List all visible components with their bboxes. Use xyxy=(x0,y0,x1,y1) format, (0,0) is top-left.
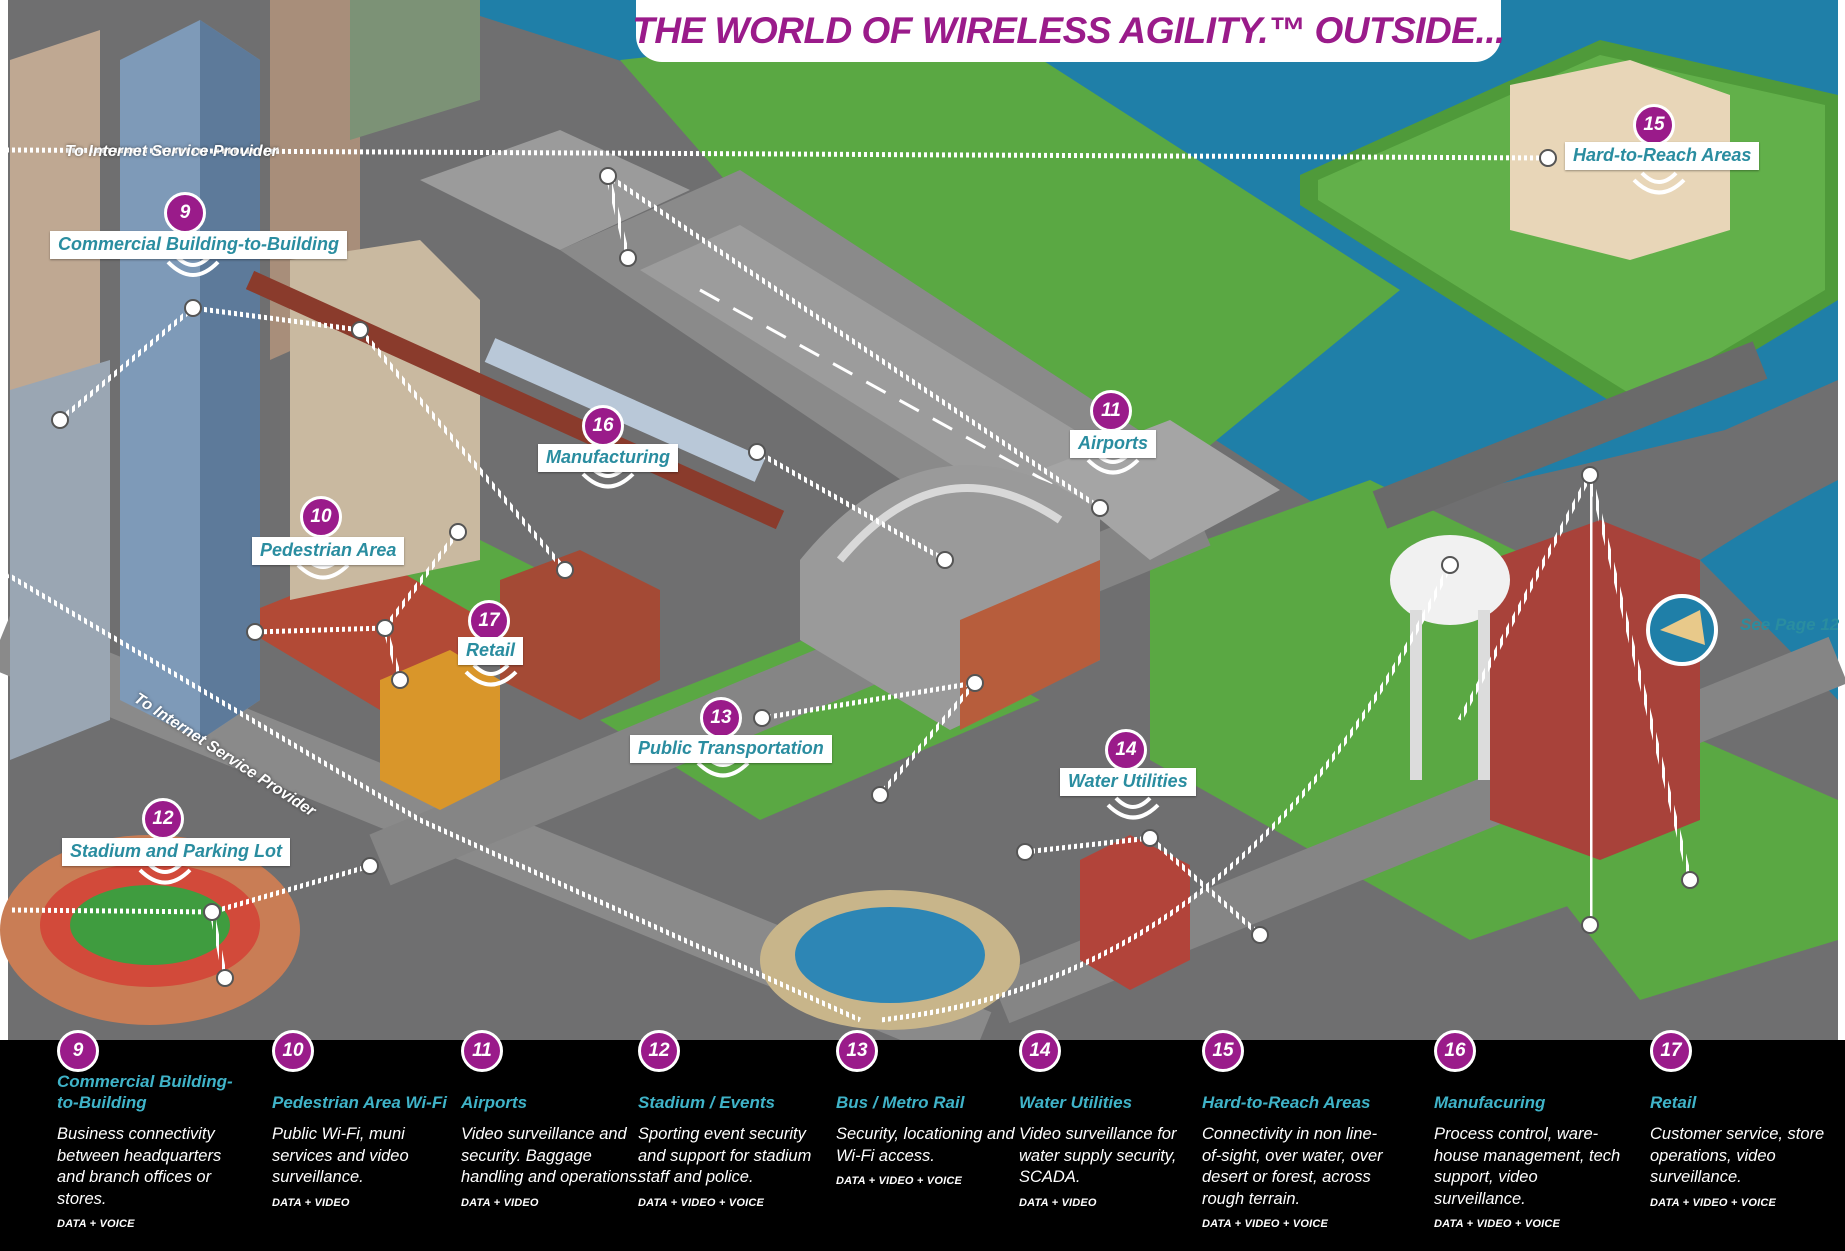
badge-13: 13 xyxy=(700,697,742,739)
legend-badge: 14 xyxy=(1019,1030,1061,1072)
legend-badge: 11 xyxy=(461,1030,503,1072)
legend-heading: Water Utilities xyxy=(1019,1093,1133,1112)
legend-item-15: 15 Hard-to-Reach Areas Connectivity in n… xyxy=(1202,1030,1392,1251)
retail-building xyxy=(380,650,500,810)
legend-body: Customer service, store operations, vide… xyxy=(1650,1124,1840,1214)
legend-item-16: 16 Manufacuring Process control, ware-ho… xyxy=(1434,1030,1624,1251)
legend-item-10: 10 Pedestrian Area Wi-Fi Public Wi-Fi, m… xyxy=(272,1030,462,1251)
legend-badge: 12 xyxy=(638,1030,680,1072)
badge-9: 9 xyxy=(164,192,206,234)
legend-item-9: 9 Commercial Building-to-Building Busine… xyxy=(57,1030,247,1251)
legend-tag: DATA + VIDEO + VOICE xyxy=(1650,1196,1777,1209)
map-label-public-transportation: Public Transportation xyxy=(630,735,832,763)
legend-body: Sporting event security and support for … xyxy=(638,1124,828,1214)
legend-heading: Manufacuring xyxy=(1434,1093,1546,1112)
legend-tag: DATA + VIDEO + VOICE xyxy=(638,1196,765,1209)
city-map-artwork xyxy=(0,0,1845,1068)
legend-item-12: 12 Stadium / Events Sporting event secur… xyxy=(638,1030,828,1251)
legend-body: Security, locationing and Wi-Fi access.D… xyxy=(836,1124,1026,1193)
badge-11: 11 xyxy=(1090,390,1132,432)
legend-heading: Stadium / Events xyxy=(638,1093,775,1112)
map-label-retail: Retail xyxy=(458,637,524,665)
badge-10: 10 xyxy=(300,496,342,538)
terminal xyxy=(420,130,690,250)
legend-badge: 15 xyxy=(1202,1030,1244,1072)
legend-heading: Bus / Metro Rail xyxy=(836,1093,965,1112)
legend-tag: DATA + VIDEO + VOICE xyxy=(1434,1218,1561,1230)
factory xyxy=(500,550,660,720)
badge-12: 12 xyxy=(142,798,184,840)
legend-panel: 9 Commercial Building-to-Building Busine… xyxy=(0,1030,1845,1251)
map-label-hard-to-reach: Hard-to-Reach Areas xyxy=(1565,142,1760,170)
brick-tower xyxy=(1490,520,1700,860)
legend-heading: Airports xyxy=(461,1093,528,1112)
legend-item-14: 14 Water Utilities Video surveillance fo… xyxy=(1019,1030,1209,1251)
legend-badge: 10 xyxy=(272,1030,314,1072)
map-label-commercial: Commercial Building-to-Building xyxy=(50,231,347,259)
badge-14: 14 xyxy=(1105,729,1147,771)
badge-15: 15 xyxy=(1633,104,1675,146)
legend-body: Video surveillance and security. Baggage… xyxy=(461,1124,651,1214)
legend-badge: 17 xyxy=(1650,1030,1692,1072)
see-page-link[interactable]: See Page 12 xyxy=(1740,615,1840,634)
legend-item-17: 17 Retail Customer service, store operat… xyxy=(1650,1030,1840,1251)
legend-body: Connectivity in non line-of-sight, over … xyxy=(1202,1124,1392,1236)
page-title: THE WORLD OF WIRELESS AGILITY.™ OUTSIDE.… xyxy=(632,10,1505,51)
legend-body: Process control, ware-house management, … xyxy=(1434,1124,1624,1236)
legend-badge: 9 xyxy=(57,1030,99,1072)
legend-body: Video surveillance for water supply secu… xyxy=(1019,1124,1209,1214)
legend-body: Business connectivity between headquarte… xyxy=(57,1124,247,1236)
legend-tag: DATA + VIDEO + VOICE xyxy=(1202,1218,1329,1230)
legend-tag: DATA + VIDEO xyxy=(272,1196,350,1209)
map-label-water-utilities: Water Utilities xyxy=(1060,768,1196,796)
legend-heading: Commercial Building-to-Building xyxy=(57,1072,233,1112)
badge-16: 16 xyxy=(582,405,624,447)
legend-heading: Pedestrian Area Wi-Fi xyxy=(272,1093,447,1112)
city-map-illustration: THE WORLD OF WIRELESS AGILITY.™ OUTSIDE.… xyxy=(0,0,1845,1068)
legend-item-11: 11 Airports Video surveillance and secur… xyxy=(461,1030,651,1251)
legend-body: Public Wi-Fi, muni services and video su… xyxy=(272,1124,462,1214)
map-label-airports: Airports xyxy=(1070,430,1157,458)
legend-tag: DATA + VOICE xyxy=(57,1218,135,1230)
legend-badge: 13 xyxy=(836,1030,878,1072)
map-label-stadium: Stadium and Parking Lot xyxy=(62,838,291,866)
map-label-manufacturing: Manufacturing xyxy=(538,444,678,472)
water-tower xyxy=(1390,535,1510,625)
badge-17: 17 xyxy=(468,600,510,642)
legend-tag: DATA + VIDEO xyxy=(461,1196,539,1209)
isp-label-top: To Internet Service Provider xyxy=(65,143,278,160)
legend-badge: 16 xyxy=(1434,1030,1476,1072)
title-banner: THE WORLD OF WIRELESS AGILITY.™ OUTSIDE.… xyxy=(632,0,1505,62)
map-label-pedestrian: Pedestrian Area xyxy=(252,537,405,565)
legend-item-13: 13 Bus / Metro Rail Security, locationin… xyxy=(836,1030,1026,1251)
legend-tag: DATA + VIDEO + VOICE xyxy=(836,1175,963,1187)
link-nodes xyxy=(51,149,1699,987)
legend-heading: Retail xyxy=(1650,1093,1697,1112)
legend-heading: Hard-to-Reach Areas xyxy=(1202,1093,1371,1112)
legend-tag: DATA + VIDEO xyxy=(1019,1196,1097,1209)
airport-grass xyxy=(620,20,1400,470)
elevated-rail xyxy=(245,270,785,530)
